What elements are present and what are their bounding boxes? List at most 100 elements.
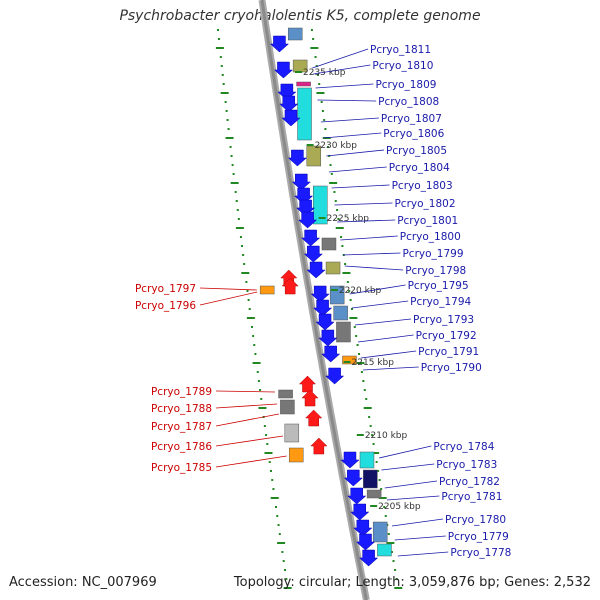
forward-gene-arrow <box>273 61 294 79</box>
feature-block <box>280 399 295 415</box>
forward-gene-leader <box>317 99 377 102</box>
reverse-gene-arrow <box>298 375 317 393</box>
forward-gene-label: Pcryo_1791 <box>418 346 479 358</box>
forward-gene-leader <box>384 480 438 489</box>
forward-gene-leader <box>342 252 401 256</box>
genome-backbone <box>258 0 370 600</box>
feature-blocks <box>259 27 392 557</box>
reverse-gene-label: Pcryo_1785 <box>151 462 212 474</box>
forward-gene-arrow <box>315 313 335 331</box>
accession-text: Accession: NC_007969 <box>9 575 157 590</box>
forward-gene-leader <box>362 366 419 371</box>
forward-gene-arrow <box>297 211 318 229</box>
forward-gene-label: Pcryo_1794 <box>410 296 471 308</box>
forward-gene-label: Pcryo_1783 <box>436 459 497 471</box>
feature-block <box>372 521 388 543</box>
kbp-label: 2205 kbp <box>378 502 421 512</box>
forward-gene-label: Pcryo_1781 <box>441 491 502 503</box>
forward-gene-label: Pcryo_1805 <box>386 145 447 157</box>
kbp-label: 2210 kbp <box>365 431 408 441</box>
forward-gene-label: Pcryo_1799 <box>402 248 463 260</box>
forward-gene-leader <box>379 445 432 459</box>
reverse-strand-arrows <box>280 269 328 455</box>
feature-block <box>278 389 293 399</box>
reverse-gene-leader <box>215 390 275 393</box>
forward-gene-arrow <box>347 487 367 505</box>
reverse-gene-leader <box>215 413 280 427</box>
forward-gene-leader <box>320 117 379 123</box>
feature-block <box>366 489 382 499</box>
reverse-gene-leader <box>215 455 287 468</box>
forward-gene-label: Pcryo_1803 <box>392 180 453 192</box>
forward-gene-arrow <box>321 345 341 363</box>
forward-gene-leader <box>328 166 387 173</box>
forward-gene-arrow <box>343 469 363 487</box>
forward-gene-label: Pcryo_1780 <box>445 514 506 526</box>
forward-gene-leader <box>313 64 371 75</box>
feature-block <box>287 27 303 41</box>
forward-gene-label: Pcryo_1792 <box>416 330 477 342</box>
forward-gene-leader <box>351 300 409 309</box>
forward-gene-arrow <box>312 299 333 317</box>
kbp-label: 2220 kbp <box>339 286 382 296</box>
forward-gene-arrow <box>358 549 379 567</box>
forward-gene-arrow <box>355 533 376 551</box>
forward-gene-label: Pcryo_1801 <box>397 215 458 227</box>
reverse-gene-label: Pcryo_1786 <box>151 441 212 453</box>
feature-block <box>336 321 351 343</box>
forward-gene-arrow <box>350 503 370 521</box>
forward-gene-arrow <box>300 229 321 247</box>
forward-gene-leader <box>315 83 374 89</box>
forward-gene-leader <box>397 551 449 557</box>
feature-block <box>377 543 392 557</box>
reverse-gene-leader <box>215 435 284 447</box>
forward-gene-label: Pcryo_1782 <box>439 476 500 488</box>
forward-gene-label: Pcryo_1800 <box>400 231 461 243</box>
feature-block <box>333 305 348 321</box>
feature-block <box>296 81 311 87</box>
feature-block <box>297 87 312 141</box>
feature-block <box>363 469 378 489</box>
forward-gene-arrow <box>269 35 290 53</box>
forward-gene-label: Pcryo_1790 <box>421 362 482 374</box>
feature-block <box>284 423 300 443</box>
reverse-gene-label: Pcryo_1788 <box>151 403 212 415</box>
backbone-line <box>260 0 368 600</box>
forward-gene-leader <box>340 235 398 241</box>
forward-gene-leader <box>386 495 440 501</box>
forward-strand-arrows <box>269 35 379 567</box>
reverse-gene-label: Pcryo_1789 <box>151 386 212 398</box>
kbp-label: 2230 kbp <box>315 141 358 151</box>
kbp-label: 2215 kbp <box>352 358 395 368</box>
forward-gene-arrow <box>287 149 308 167</box>
reverse-gene-arrow <box>281 277 299 295</box>
kbp-label: 2235 kbp <box>303 68 346 78</box>
forward-gene-label: Pcryo_1802 <box>394 198 455 210</box>
forward-gene-label: Pcryo_1779 <box>448 531 509 543</box>
forward-gene-arrow <box>310 285 330 303</box>
reverse-gene-leader <box>215 403 278 409</box>
reverse-gene-leader <box>199 287 257 291</box>
reverse-gene-label: Pcryo_1796 <box>135 300 196 312</box>
forward-gene-arrow <box>306 261 326 279</box>
forward-gene-label: Pcryo_1798 <box>405 265 466 277</box>
forward-gene-leader <box>357 334 414 343</box>
forward-gene-leader <box>334 202 393 206</box>
forward-gene-arrow <box>353 519 373 537</box>
genome-summary-text: Topology: circular; Length: 3,059,876 bp… <box>233 575 591 590</box>
reverse-gene-arrow <box>305 409 323 427</box>
forward-gene-arrow <box>303 245 323 263</box>
reverse-gene-arrow <box>301 389 319 407</box>
forward-gene-leader <box>360 350 417 359</box>
forward-gene-label: Pcryo_1808 <box>378 96 439 108</box>
forward-gene-label: Pcryo_1804 <box>389 162 450 174</box>
map-title: Psychrobacter cryohalolentis K5, complet… <box>119 8 481 24</box>
feature-block <box>321 237 337 251</box>
forward-gene-label: Pcryo_1811 <box>370 44 431 56</box>
forward-gene-leader <box>354 318 412 326</box>
feature-block <box>259 285 275 295</box>
feature-block <box>359 451 375 469</box>
forward-gene-arrow <box>340 451 360 469</box>
